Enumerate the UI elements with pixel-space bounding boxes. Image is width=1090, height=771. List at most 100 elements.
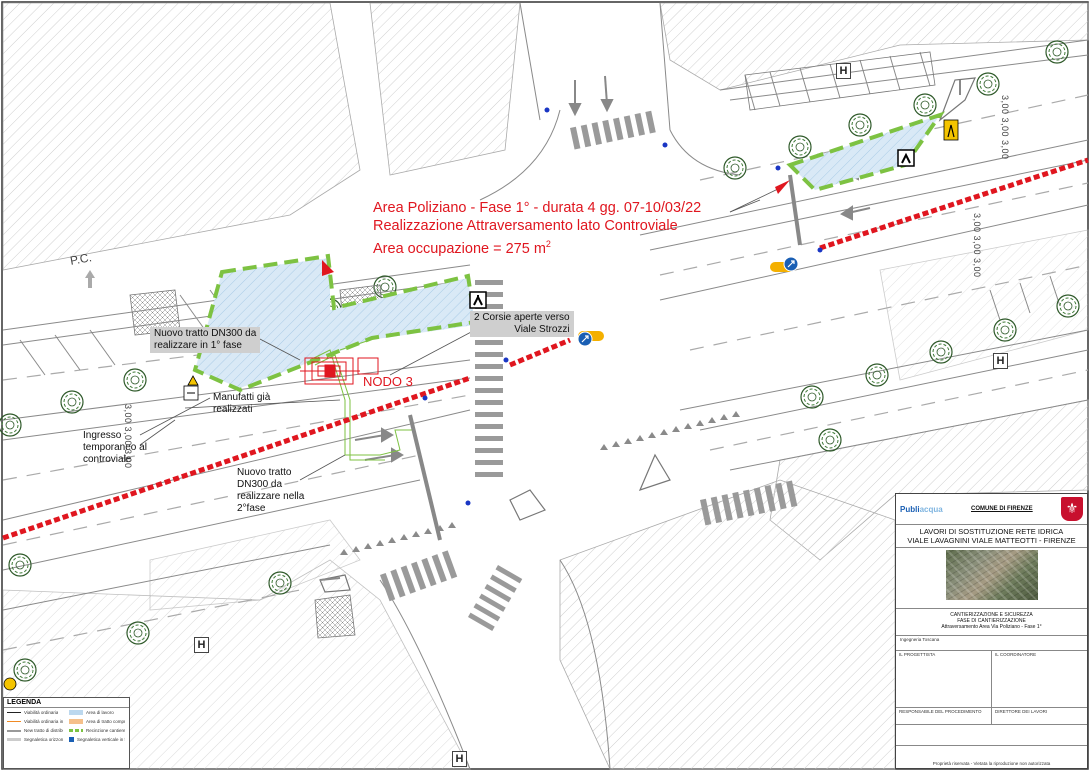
title-block: Publiacqua COMUNE DI FIRENZE ⚜ LAVORI DI… <box>895 493 1088 769</box>
dn300-phase2-line3: realizzare nella <box>237 491 305 502</box>
aerial-photo-row <box>896 550 1087 609</box>
open-lanes-line2: Viale Strozzi <box>514 324 570 335</box>
traffic-islands <box>319 77 976 593</box>
hydrant-points <box>422 107 823 506</box>
legend-swatch <box>7 721 21 722</box>
lane-sign-2 <box>897 149 915 167</box>
red-flag-left <box>322 260 334 276</box>
open-lanes-line1: 2 Corsie aperte verso <box>474 312 570 323</box>
title-block-footer: Proprietà riservata - Vietata la riprodu… <box>932 761 1051 766</box>
legend-label: Viabilità ordinaria <box>24 710 59 715</box>
document-title: CANTIERIZZAZIONE E SICUREZZA FASE DI CAN… <box>896 609 1087 636</box>
florence-lily-icon: ⚜ <box>1060 497 1083 521</box>
red-flag-right <box>775 180 790 194</box>
parking-bays <box>19 51 1061 376</box>
legend-swatch <box>7 712 21 713</box>
legend-swatch <box>69 737 74 742</box>
dimension-right-top: 3,00 3,00 3,00 <box>1000 95 1010 160</box>
project-title-line1: LAVORI DI SOSTITUZIONE RETE IDRICA <box>919 527 1064 536</box>
temporary-entrance-note: Ingresso temporaneo al controviale <box>83 430 147 466</box>
aerial-photo <box>945 550 1038 600</box>
legend-swatch <box>7 729 21 732</box>
area-unit-sup: 2 <box>545 239 551 249</box>
legend-item: Viabilità ordinaria in fase di cantiere <box>4 717 66 726</box>
dimension-right-mid: 3,00 3,00 3,00 <box>972 213 982 278</box>
revision-table <box>896 725 1087 746</box>
existing-works-note: Manufatti già realizzati <box>213 392 270 416</box>
dimension-left: 3,00 3,00 3,00 <box>123 404 133 469</box>
hydrant-sign-3: H <box>194 637 209 653</box>
dn300-phase2-note: Nuovo tratto DN300 da realizzare nella 2… <box>237 467 304 515</box>
area-occupation-text: Area occupazione = 275 m <box>373 240 546 257</box>
legend-label: Area di tratto compreso in servizio rima… <box>86 719 125 724</box>
legend-label: Area di lavoro <box>86 710 114 715</box>
legend-item: New tratto di distribuzione <box>4 726 66 735</box>
work-area-right-fill <box>790 115 940 190</box>
title-block-header: Publiacqua COMUNE DI FIRENZE ⚜ <box>896 494 1087 525</box>
legend-box: LEGENDA Viabilità ordinaria Area di lavo… <box>3 697 130 769</box>
existing-works-line1: Manufatti già <box>213 392 271 403</box>
legend-item: Viabilità ordinaria <box>4 708 66 717</box>
project-title-line2: VIALE LAVAGNINI VIALE MATTEOTTI - FIRENZ… <box>907 536 1076 545</box>
legend-swatch <box>7 738 21 741</box>
lane-sign-1 <box>469 291 487 309</box>
legend-item: Recinzione cantiere <box>66 726 128 735</box>
company-row: Ingegneria Toscana <box>896 636 1087 651</box>
dn300-phase1-line2: realizzare in 1° fase <box>154 340 242 351</box>
procedure-manager-field: RESPONSABILE DEL PROCEDIMENTO <box>896 708 992 724</box>
red-barriers <box>2 157 1089 541</box>
dn300-phase2-line4: 2°fase <box>237 503 266 514</box>
document-title-line1: CANTIERIZZAZIONE E SICUREZZA <box>950 612 1033 618</box>
legend-label: New tratto di distribuzione <box>24 728 63 733</box>
legend-item: Area di tratto compreso in servizio rima… <box>66 717 128 726</box>
municipality-name: COMUNE DI FIRENZE <box>971 506 1033 512</box>
designer-field: IL PROGETTISTA <box>896 651 992 707</box>
document-title-line2: FASE DI CANTIERIZZAZIONE <box>957 618 1026 624</box>
existing-works-line2: realizzati <box>213 404 253 415</box>
legend-swatch <box>69 710 83 715</box>
keep-right-sign-1 <box>577 331 604 347</box>
brand-part-a: Publi <box>900 504 920 514</box>
open-lanes-callout: 2 Corsie aperte verso Viale Strozzi <box>470 311 574 337</box>
yellow-sign-corner <box>3 677 17 691</box>
legend-item: Segnaletica orizzontale a fase di cantie… <box>4 735 66 744</box>
responsible-row: RESPONSABILE DEL PROCEDIMENTO DIRETTORE … <box>896 708 1087 725</box>
temporary-entrance-line1: Ingresso <box>83 430 122 441</box>
works-director-field: DIRETTORE DEI LAVORI <box>995 709 1048 714</box>
dn300-phase2-line1: Nuovo tratto <box>237 467 292 478</box>
yield-triangles <box>340 411 740 555</box>
temporary-entrance-line2: temporaneo al <box>83 442 147 453</box>
dn300-phase2-line2: DN300 da <box>237 479 283 490</box>
zebra-crossings <box>380 110 798 631</box>
designer-row: IL PROGETTISTA IL COORDINATORE <box>896 651 1087 708</box>
hydrant-sign-2: H <box>993 353 1008 369</box>
work-area-fill <box>195 258 475 388</box>
keep-right-sign-2 <box>770 256 799 272</box>
legend-label: Recinzione cantiere <box>86 728 125 733</box>
roadworks-sign <box>183 375 199 401</box>
node-label: NODO 3 <box>363 374 413 389</box>
barrier-walls <box>408 174 802 541</box>
coordinator-field: IL COORDINATORE <box>995 652 1037 657</box>
pc-marker <box>85 270 95 288</box>
legend-items: Viabilità ordinaria Area di lavoro Viabi… <box>4 708 129 744</box>
hydrant-sign-1: H <box>836 63 851 79</box>
dn300-phase1-callout: Nuovo tratto DN300 da realizzare in 1° f… <box>150 327 261 353</box>
phase-title: Area Poliziano - Fase 1° - durata 4 gg. … <box>373 200 702 216</box>
legend-title: LEGENDA <box>4 698 129 708</box>
document-title-line3: Attraversamento Area Via Poliziano - Fas… <box>941 624 1042 630</box>
temporary-entrance-line3: controviale <box>83 454 132 465</box>
legend-item: Segnaletica verticale in fase di cantier… <box>66 735 128 744</box>
nodo-3-structure <box>300 357 379 385</box>
legend-label: Segnaletica verticale in fase di cantier… <box>77 737 125 742</box>
legend-swatch <box>69 729 83 732</box>
company-name: Ingegneria Toscana <box>900 637 940 642</box>
yellow-warning-panel <box>943 119 959 141</box>
phase-subtitle: Realizzazione Attraversamento lato Contr… <box>373 218 678 234</box>
legend-label: Segnaletica orizzontale a fase di cantie… <box>24 737 63 742</box>
publiacqua-logo: Publiacqua <box>900 505 943 514</box>
legend-label: Viabilità ordinaria in fase di cantiere <box>24 719 63 724</box>
